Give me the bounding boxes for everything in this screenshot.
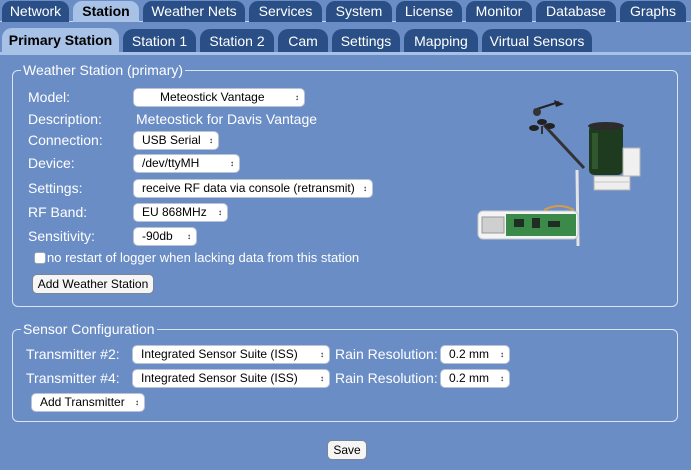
tab-mapping[interactable]: Mapping [404, 29, 478, 53]
chevron-updown-icon: ↕ [295, 93, 299, 102]
rf-band-select[interactable]: EU 868MHz ↕ [134, 204, 227, 221]
tab-database[interactable]: Database [536, 1, 616, 22]
description-label: Description: [28, 111, 102, 127]
station-subnav: Primary Station Station 1 Station 2 Cam … [0, 22, 691, 53]
settings-label: Settings: [28, 180, 83, 196]
tab-services[interactable]: Services [249, 1, 322, 22]
weather-station-image [477, 100, 641, 247]
sensitivity-label: Sensitivity: [28, 228, 95, 244]
tab-settings[interactable]: Settings [332, 29, 400, 53]
sensor-config-legend: Sensor Configuration [23, 321, 155, 337]
rf-band-select-value: EU 868MHz [142, 205, 207, 219]
tab-station[interactable]: Station [73, 1, 139, 23]
add-transmitter-value: Add Transmitter [40, 395, 125, 409]
tab-system[interactable]: System [326, 1, 392, 22]
tab-underline [0, 52, 691, 55]
no-restart-checkbox[interactable] [34, 252, 46, 264]
chevron-updown-icon: ↕ [500, 350, 504, 359]
weather-station-panel: Weather Station (primary) [12, 62, 678, 307]
connection-select[interactable]: USB Serial ↕ [134, 132, 218, 149]
model-select-value: Meteostick Vantage [160, 90, 265, 104]
rain-resolution-4-select-value: 0.2 mm [449, 371, 490, 385]
description-value: Meteostick for Davis Vantage [136, 111, 318, 127]
transmitter-4-select[interactable]: Integrated Sensor Suite (ISS) ↕ [133, 370, 329, 387]
chevron-updown-icon: ↕ [218, 208, 222, 217]
tab-license[interactable]: License [396, 1, 462, 22]
chevron-updown-icon: ↕ [320, 374, 324, 383]
chevron-updown-icon: ↕ [135, 398, 139, 407]
tab-weather-nets[interactable]: Weather Nets [143, 1, 245, 22]
tab-station-2[interactable]: Station 2 [200, 29, 274, 53]
tab-virtual-sensors[interactable]: Virtual Sensors [482, 29, 592, 53]
device-select[interactable]: /dev/ttyMH ↕ [134, 155, 239, 172]
settings-select-value: receive RF data via console (retransmit) [142, 181, 355, 195]
chevron-updown-icon: ↕ [320, 350, 324, 359]
transmitter-4-select-value: Integrated Sensor Suite (ISS) [141, 371, 298, 385]
main-nav: Network Station Weather Nets Services Sy… [0, 0, 691, 23]
transmitter-4-label: Transmitter #4: [26, 370, 120, 386]
model-select[interactable]: Meteostick Vantage ↕ [134, 89, 304, 106]
model-label: Model: [28, 89, 71, 105]
connection-select-value: USB Serial [142, 133, 201, 147]
settings-select[interactable]: receive RF data via console (retransmit)… [134, 180, 372, 197]
chevron-updown-icon: ↕ [500, 374, 504, 383]
add-transmitter-select[interactable]: Add Transmitter ↕ [32, 394, 144, 411]
tab-network[interactable]: Network [2, 1, 69, 22]
weather-station-legend: Weather Station (primary) [23, 62, 184, 78]
chevron-updown-icon: ↕ [187, 232, 191, 241]
transmitter-2-select[interactable]: Integrated Sensor Suite (ISS) ↕ [133, 346, 329, 363]
connection-label: Connection: [28, 132, 103, 148]
chevron-updown-icon: ↕ [230, 159, 234, 168]
rain-resolution-2-label: Rain Resolution: [335, 346, 438, 362]
tab-primary-station[interactable]: Primary Station [2, 28, 119, 53]
rain-resolution-2-select[interactable]: 0.2 mm ↕ [441, 346, 509, 363]
sensitivity-select[interactable]: -90db ↕ [134, 228, 196, 245]
rain-resolution-4-select[interactable]: 0.2 mm ↕ [441, 370, 509, 387]
no-restart-label: no restart of logger when lacking data f… [47, 250, 360, 265]
transmitter-2-select-value: Integrated Sensor Suite (ISS) [141, 347, 298, 361]
rain-resolution-4-label: Rain Resolution: [335, 370, 438, 386]
chevron-updown-icon: ↕ [209, 136, 213, 145]
sensitivity-select-value: -90db [142, 229, 173, 243]
rain-resolution-2-select-value: 0.2 mm [449, 347, 490, 361]
device-label: Device: [28, 155, 75, 171]
tab-cam[interactable]: Cam [278, 29, 328, 53]
tab-monitor[interactable]: Monitor [466, 1, 532, 22]
add-weather-station-button[interactable]: Add Weather Station [32, 274, 154, 294]
transmitter-2-label: Transmitter #2: [26, 346, 120, 362]
chevron-updown-icon: ↕ [363, 184, 367, 193]
rf-band-label: RF Band: [28, 204, 88, 220]
save-button[interactable]: Save [327, 440, 367, 460]
tab-graphs[interactable]: Graphs [620, 1, 686, 22]
sensor-config-panel: Sensor Configuration [12, 321, 678, 422]
tab-station-1[interactable]: Station 1 [123, 29, 196, 53]
device-select-value: /dev/ttyMH [142, 156, 200, 170]
